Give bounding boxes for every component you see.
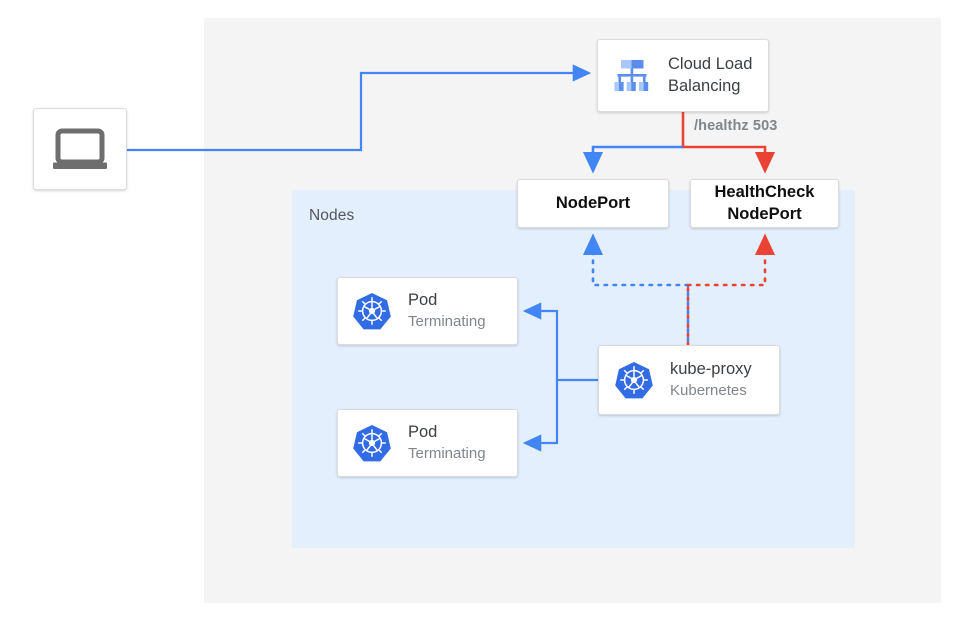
pod-node-2[interactable]: Pod Terminating (337, 409, 518, 477)
pod-node-1-title: Pod (408, 291, 438, 310)
pod-node-1[interactable]: Pod Terminating (337, 277, 518, 345)
pod-node-1-status: Terminating (408, 312, 486, 330)
kubernetes-icon (349, 423, 395, 463)
cloud-load-balancing-node[interactable]: Cloud Load Balancing (597, 39, 769, 112)
pod-node-2-title: Pod (408, 423, 438, 442)
kubernetes-icon (349, 291, 395, 331)
nodes-region-label: Nodes (309, 207, 355, 224)
laptop-icon (52, 127, 108, 171)
healthcheck-nodeport-node[interactable]: HealthCheck NodePort (690, 179, 839, 228)
kube-proxy-title: kube-proxy (670, 360, 752, 379)
kubernetes-icon (611, 360, 657, 400)
kube-proxy-node[interactable]: kube-proxy Kubernetes (598, 345, 780, 415)
healthz-edge-label: /healthz 503 (694, 118, 778, 134)
client-device-node[interactable] (33, 108, 127, 190)
kube-proxy-subtitle: Kubernetes (670, 381, 747, 399)
cloud-load-balancing-title: Cloud Load Balancing (668, 54, 753, 95)
nodeport-label: NodePort (555, 193, 631, 212)
pod-node-2-status: Terminating (408, 444, 486, 462)
cloud-load-balancing-icon (610, 55, 654, 97)
pod-node-1-text: Pod Terminating (395, 290, 517, 332)
kube-proxy-text: kube-proxy Kubernetes (657, 359, 779, 401)
pod-node-2-text: Pod Terminating (395, 422, 517, 464)
healthcheck-nodeport-label: HealthCheck NodePort (714, 183, 815, 223)
cloud-load-balancing-text: Cloud Load Balancing (654, 54, 768, 98)
nodeport-node[interactable]: NodePort (517, 179, 669, 228)
